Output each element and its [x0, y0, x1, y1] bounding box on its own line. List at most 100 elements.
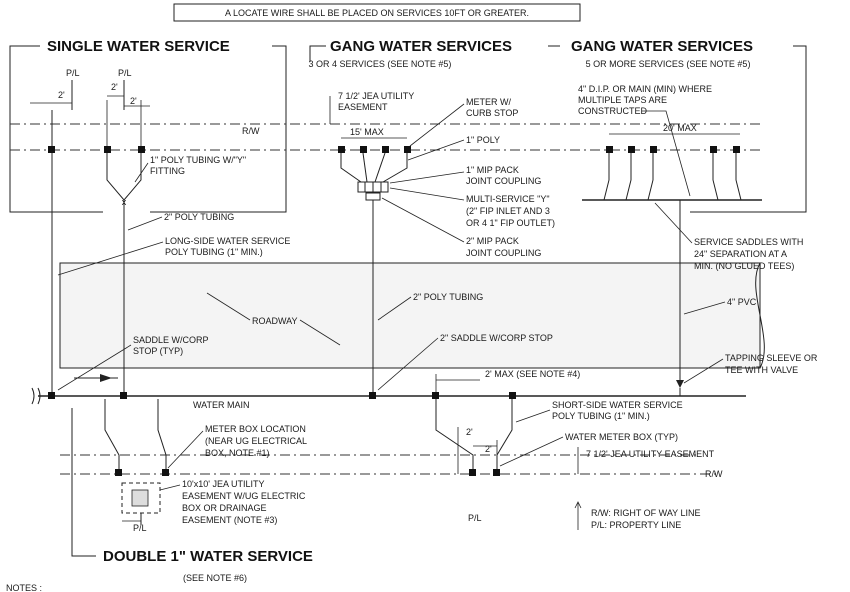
label-mip1-2: JOINT COUPLING	[466, 176, 541, 186]
pl-label-2: P/L	[118, 68, 132, 78]
gang4-meter-1	[338, 146, 345, 153]
dim-15-max: 15' MAX	[350, 127, 384, 137]
leader-mip2	[381, 197, 465, 243]
short-meter-1	[469, 469, 476, 476]
label-jea-easement-2: EASEMENT	[338, 102, 388, 112]
saddle-short-2	[509, 392, 516, 399]
label-2in-poly-road: 2" POLY TUBING	[413, 292, 483, 302]
leader-short	[515, 409, 551, 423]
gang5-tube-3	[647, 153, 654, 201]
label-saddle-1: SADDLE W/CORP	[133, 335, 209, 345]
break-left-2	[37, 387, 41, 405]
gang5-tube-4	[712, 153, 719, 201]
roadway-leader	[206, 292, 251, 321]
label-meter-2: CURB STOP	[466, 108, 518, 118]
label-multi-3: OR 4 1" FIP OUTLET)	[466, 218, 555, 228]
title-gang-water-services-large: GANG WATER SERVICES	[571, 38, 753, 55]
label-sad-sep-1: SERVICE SADDLES WITH	[694, 237, 803, 247]
leader-2in-poly-road	[377, 296, 412, 321]
label-ease-4: EASEMENT (NOTE #3)	[182, 515, 277, 525]
gang4-meter-2	[360, 146, 367, 153]
gang5-meter-2	[628, 146, 635, 153]
title-double-water-service: DOUBLE 1" WATER SERVICE	[103, 548, 313, 565]
label-dip-1: 4" D.I.P. OR MAIN (MIN) WHERE	[578, 84, 712, 94]
leader-2in-poly	[127, 216, 163, 231]
label-long-side-2: POLY TUBING (1" MIN.)	[165, 247, 263, 257]
label-dip-2: MULTIPLE TAPS ARE	[578, 95, 667, 105]
label-mip2-1: 2" MIP PACK	[466, 236, 519, 246]
leader-4in-pvc	[683, 301, 726, 315]
gang-small-frame	[309, 45, 326, 62]
leader-saddle	[57, 344, 132, 391]
label-mbl-3: BOX, NOTE #1)	[205, 448, 270, 458]
label-ease-3: BOX OR DRAINAGE	[182, 503, 267, 513]
header-note: A LOCATE WIRE SHALL BE PLACED ON SERVICE…	[225, 8, 529, 18]
label-4in-pvc: 4" PVC	[727, 297, 757, 307]
double-tube-1	[104, 399, 120, 470]
label-short-2: POLY TUBING (1" MIN.)	[552, 411, 650, 421]
dim-2ft-1: 2'	[58, 90, 65, 100]
dim-20-max: 20' MAX	[663, 123, 697, 133]
mip-2in-coupling	[365, 192, 381, 201]
break-left	[31, 387, 35, 405]
title-single-water-service: SINGLE WATER SERVICE	[47, 38, 230, 55]
roadway	[59, 262, 761, 369]
arrow-head-saddle	[100, 374, 112, 382]
gang4-tube-2	[362, 152, 368, 183]
water-main-label: WATER MAIN	[193, 400, 250, 410]
gang5-meter-5	[733, 146, 740, 153]
leader-multi	[389, 187, 465, 201]
single-section-frame	[9, 45, 103, 213]
label-2in-poly: 2" POLY TUBING	[164, 212, 234, 222]
label-sad-sep-3: MIN. (NO GLUED TEES)	[694, 261, 794, 271]
single-y-fitting	[106, 153, 142, 201]
title-gang-water-services-small: GANG WATER SERVICES	[330, 38, 512, 55]
dim-2ft-5: 2'	[485, 444, 492, 454]
leader-poly-y	[134, 162, 149, 183]
legend-arrow	[574, 501, 582, 509]
tapping-valve	[676, 380, 684, 388]
leader-tap	[683, 358, 724, 384]
gang5-meter-4	[710, 146, 717, 153]
gang5-tube-2	[625, 153, 632, 201]
label-short-1: SHORT-SIDE WATER SERVICE	[552, 400, 683, 410]
subtitle-3-or-4-services: 3 OR 4 SERVICES (SEE NOTE #5)	[309, 59, 452, 69]
label-multi-2: (2" FIP INLET AND 3	[466, 206, 550, 216]
label-mip2-2: JOINT COUPLING	[466, 248, 541, 258]
label-multi-1: MULTI-SERVICE "Y"	[466, 194, 550, 204]
leader-mbl	[167, 430, 204, 469]
header-note-box	[173, 3, 581, 22]
single-section-frame-right	[150, 45, 287, 213]
gang5-tube-1	[603, 153, 610, 201]
pl-label-3: P/L	[133, 523, 147, 533]
y-fitting-mark: x	[122, 197, 127, 207]
label-wm-box: WATER METER BOX (TYP)	[565, 432, 678, 442]
label-2in-saddle: 2" SADDLE W/CORP STOP	[440, 333, 553, 343]
rw-label-top: R/W	[242, 126, 260, 136]
roadway-break-right	[755, 262, 765, 369]
leader-1in-poly	[407, 139, 465, 161]
label-mbl-2: (NEAR UG ELECTRICAL	[205, 436, 307, 446]
dim-2ft-3: 2'	[130, 96, 137, 106]
leader-dip	[642, 110, 691, 197]
roadway-label: ROADWAY	[252, 316, 298, 326]
legend-pl: P/L: PROPERTY LINE	[591, 520, 681, 530]
single-meter-b	[138, 146, 145, 153]
single-meter-a	[104, 146, 111, 153]
notes-heading: NOTES :	[6, 583, 42, 592]
subtitle-5-or-more-services: 5 OR MORE SERVICES (SEE NOTE #5)	[586, 59, 751, 69]
electric-box	[131, 489, 149, 507]
saddle-single	[120, 392, 127, 399]
double-section-frame	[71, 408, 96, 557]
double-meter-1	[115, 469, 122, 476]
label-mip1-1: 1" MIP PACK	[466, 165, 519, 175]
leader-wm-box	[499, 436, 564, 467]
short-tube-2	[496, 399, 513, 470]
legend-rw: R/W: RIGHT OF WAY LINE	[591, 508, 701, 518]
short-tube-1	[435, 399, 474, 470]
double-tube-2	[157, 399, 167, 470]
label-poly-y-1: 1" POLY TUBING W/"Y"	[150, 155, 246, 165]
dim-2ft-4: 2'	[466, 427, 473, 437]
label-meter-1: METER W/	[466, 97, 511, 107]
